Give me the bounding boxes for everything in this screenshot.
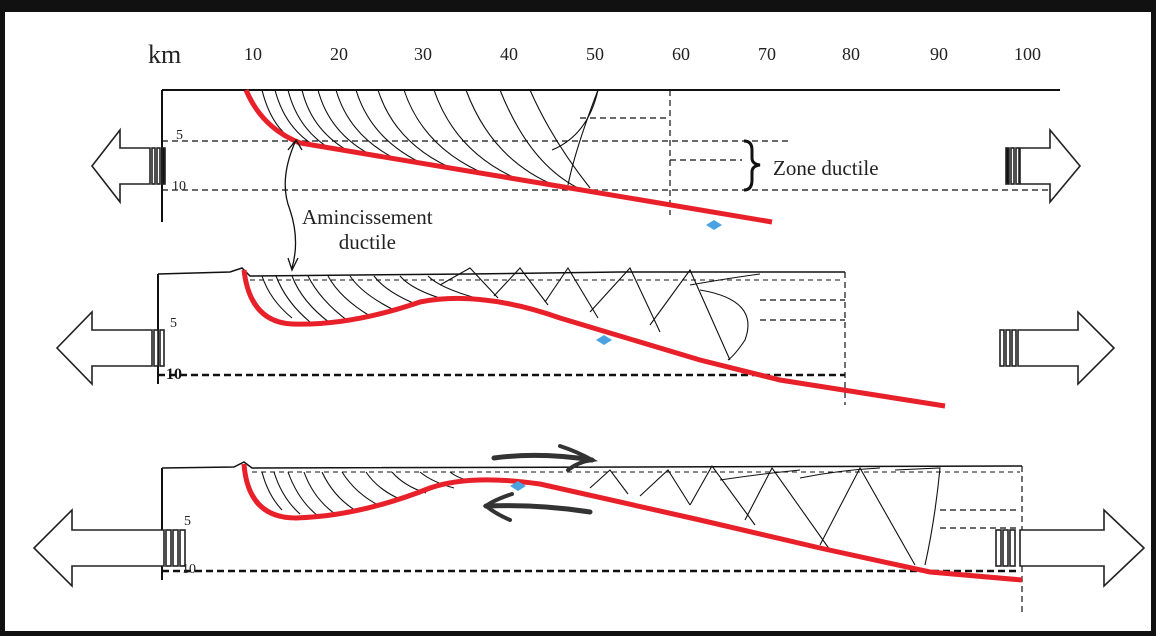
shear-arrow-top	[491, 452, 595, 463]
tick-90: 90	[930, 44, 948, 64]
tick-50: 50	[586, 44, 604, 64]
depth-10-stage-2: 10	[166, 366, 182, 383]
stage-3	[161, 444, 1023, 612]
marker-1	[706, 220, 722, 230]
tick-100: 100	[1014, 44, 1041, 64]
depth-5-stage-3: 5	[184, 514, 191, 529]
tick-40: 40	[500, 44, 518, 64]
extension-arrows	[32, 127, 1146, 588]
surface-2	[157, 267, 845, 277]
thinning-label: Amincissement ductile	[302, 205, 433, 255]
marker-2	[596, 335, 612, 345]
tick-10: 10	[244, 44, 262, 64]
tick-20: 20	[330, 44, 348, 64]
thinning-label-line1: Amincissement	[302, 205, 433, 229]
depth-10-stage-1: 10	[172, 179, 186, 194]
detachment-fault	[243, 89, 773, 225]
marker-3	[510, 481, 526, 491]
detachment-fault-2	[241, 269, 946, 409]
thinning-arrow	[284, 139, 297, 269]
arrow-right-2	[1017, 310, 1116, 386]
zone-brace	[743, 139, 761, 192]
tick-70: 70	[758, 44, 776, 64]
fault-set-3	[261, 464, 941, 566]
thinning-label-line2: ductile	[338, 230, 396, 254]
stage-2	[157, 266, 946, 409]
arrow-right-1	[1019, 127, 1082, 205]
fault-set	[261, 89, 599, 190]
depth-10-stage-3: 10	[182, 562, 196, 577]
stage-1	[161, 89, 1060, 230]
depth-5-stage-2: 5	[170, 316, 177, 331]
arrow-left-2	[55, 310, 153, 386]
zone-ductile-label: Zone ductile	[773, 156, 879, 180]
detachment-fault-3	[241, 463, 1023, 583]
tick-60: 60	[672, 44, 690, 64]
fault-set-2	[261, 266, 761, 361]
unit-label: km	[148, 40, 182, 69]
arrow-left-3	[32, 508, 165, 588]
arrow-left-1	[90, 127, 151, 205]
tick-80: 80	[842, 44, 860, 64]
surface-3	[161, 461, 1023, 469]
tick-30: 30	[414, 44, 432, 64]
depth-5-stage-1: 5	[176, 128, 183, 143]
shear-arrow-bottom	[483, 503, 593, 515]
arrow-right-3	[1019, 508, 1146, 588]
